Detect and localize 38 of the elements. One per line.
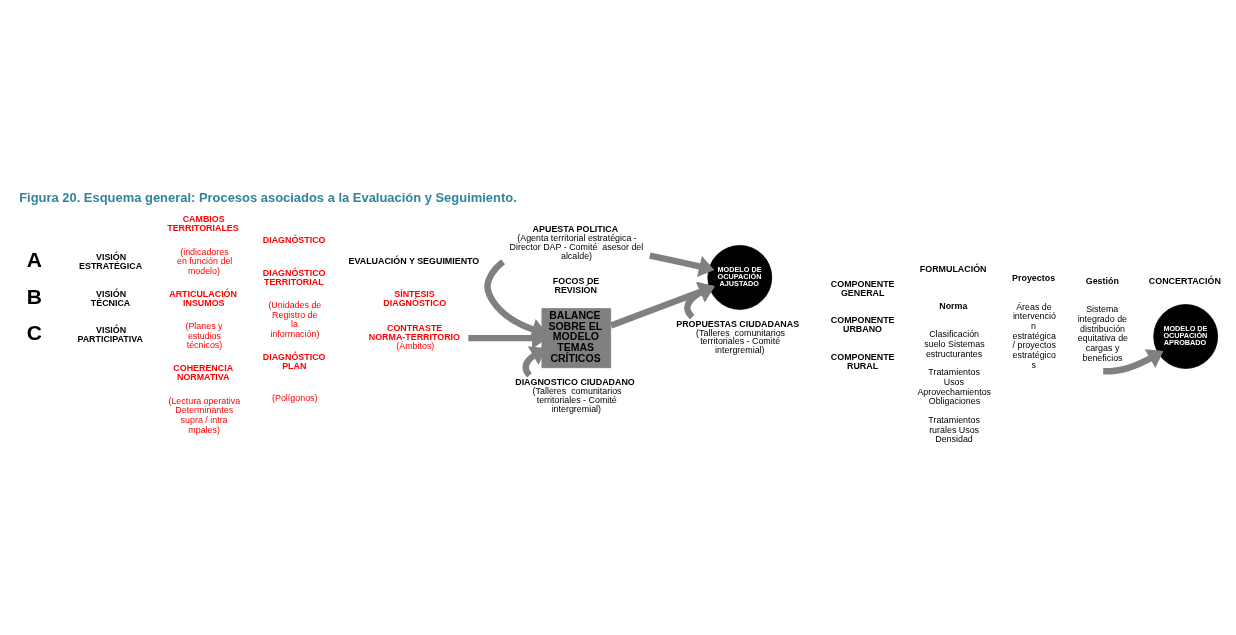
label: CAMBIOS TERRITORIALES: [167, 214, 239, 234]
label: SÍNTESIS DIAGNÓSTICO: [383, 288, 447, 308]
label: EVALUACIÓN Y SEGUIMIENTO: [348, 256, 480, 267]
label: A: [26, 248, 43, 272]
diagram-title: Figura 20. Esquema general: Procesos asociados a la Evaluación y Seguimiento.: [19, 190, 517, 206]
node-text: CONTRASTE NORMA-TERRITORIO (Ámbitos): [368, 323, 460, 351]
label: VISIÓN TÉCNICA: [90, 288, 131, 308]
label: Tratamientos rurales Usos Densidad: [928, 414, 980, 445]
label: C: [26, 321, 43, 344]
label: CONCERTACIÓN: [1148, 275, 1221, 286]
label: Sistema integrado de distribución equitativa de cargas y beneficios: [1077, 304, 1129, 363]
label: (Unidades de Registro de la información): [268, 300, 322, 340]
label: COMPONENTE RURAL: [830, 351, 895, 371]
label: (indicadores en función del modelo): [176, 246, 233, 277]
label: (Polígonos): [272, 393, 318, 404]
label: Clasificación suelo Sistemas estructurantes: [924, 329, 985, 359]
label: ARTICULACIÓN INSUMOS: [169, 288, 237, 308]
label: FORMULACIÓN: [919, 264, 987, 275]
label: Áreas de intervenció n estratégica / proyectos estratégico s: [1012, 301, 1056, 370]
node-text: DIAGNOSTICO CIUDADANO (Talleres comunitarios territoriales - Comité intergremial): [515, 376, 635, 414]
node-text: PROPUESTAS CIUDADANAS (Talleres comunitarios territoriales - Comité intergremial): [676, 318, 800, 356]
label: COMPONENTE GENERAL: [830, 278, 895, 298]
label: Norma: [939, 300, 968, 311]
label: Tratamientos Usos Aprovechamientos Obligaciones: [917, 367, 992, 407]
label: B: [26, 284, 43, 308]
label: COHERENCIA NORMATIVA: [173, 363, 234, 383]
label: VISIÓN ESTRATÉGICA: [79, 252, 143, 272]
label: FOCOS DE REVISIÓN: [552, 275, 600, 295]
label: COMPONENTE URBANO: [830, 315, 895, 335]
label: (Planes y estudios técnicos): [185, 321, 223, 351]
label: VISIÓN PARTICIPATIVA: [77, 325, 143, 345]
label: DIAGNÓSTICO PLAN: [262, 351, 326, 371]
label: Proyectos: [1012, 273, 1056, 284]
label: Gestión: [1085, 275, 1119, 286]
node-text: APUESTA POLITICA (Agenta territorial estratégica - Director DAP - Comité asesor del alcalde): [509, 223, 644, 261]
label: (Lectura operativa Determinantes supra / intra mpales): [168, 395, 241, 435]
label: DIAGNÓSTICO TERRITORIAL: [262, 267, 326, 287]
label: DIAGNÓSTICO: [262, 235, 326, 246]
